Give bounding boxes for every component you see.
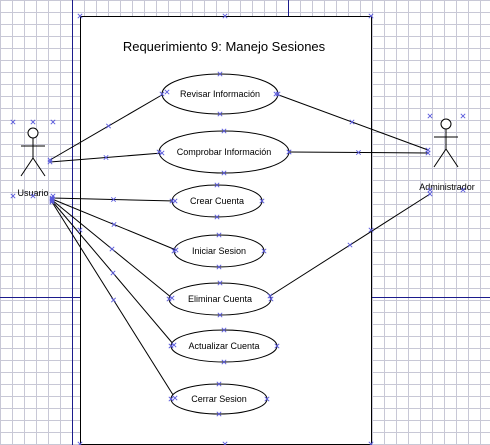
selection-handle[interactable] <box>274 343 280 349</box>
selection-handle[interactable] <box>111 221 117 228</box>
selection-handle[interactable] <box>168 343 174 349</box>
selection-handle[interactable] <box>349 119 355 125</box>
selection-handle[interactable] <box>222 441 228 445</box>
selection-handle[interactable] <box>259 198 265 204</box>
selection-handle[interactable] <box>217 71 223 77</box>
selection-handle[interactable] <box>221 128 227 134</box>
selection-handle[interactable] <box>166 296 172 302</box>
selection-handle[interactable] <box>214 214 220 220</box>
actor-administrador-leg-left <box>433 148 447 168</box>
selection-handle[interactable] <box>164 89 170 95</box>
selection-handle[interactable] <box>347 242 353 248</box>
selection-handle[interactable] <box>30 119 36 125</box>
selection-handle[interactable] <box>168 396 174 402</box>
selection-handle[interactable] <box>216 232 222 238</box>
selection-handle[interactable] <box>216 411 222 417</box>
selection-handle[interactable] <box>460 113 466 119</box>
selection-handle[interactable] <box>427 113 433 119</box>
selection-handle[interactable] <box>214 182 220 188</box>
selection-handle[interactable] <box>261 248 267 254</box>
selection-handle[interactable] <box>77 227 83 233</box>
selection-handle[interactable] <box>264 396 270 402</box>
selection-handle[interactable] <box>217 280 223 286</box>
selection-handle[interactable] <box>425 150 431 156</box>
selection-handle[interactable] <box>156 149 162 155</box>
selection-handle[interactable] <box>105 123 112 129</box>
selection-handle[interactable] <box>368 441 374 445</box>
selection-handle[interactable] <box>49 198 55 204</box>
selection-handle[interactable] <box>427 187 433 193</box>
selection-handle[interactable] <box>275 91 281 97</box>
selection-handle[interactable] <box>286 149 292 155</box>
actor-usuario-label: Usuario <box>17 188 48 198</box>
selection-handle[interactable] <box>159 91 165 97</box>
actor-usuario-leg-left <box>20 157 34 177</box>
selection-handles <box>10 13 466 445</box>
selection-handle[interactable] <box>49 197 55 203</box>
selection-handle[interactable] <box>216 381 222 387</box>
selection-handle[interactable] <box>273 91 279 97</box>
selection-handle[interactable] <box>77 441 83 445</box>
selection-handle[interactable] <box>47 159 53 165</box>
selection-handle[interactable] <box>47 157 53 163</box>
use-case-cerrar-label: Cerrar Sesion <box>191 394 247 404</box>
selection-handle[interactable] <box>267 293 273 299</box>
selection-handle[interactable] <box>110 196 117 203</box>
selection-handle[interactable] <box>103 154 109 161</box>
selection-handle[interactable] <box>159 150 165 156</box>
use-case-iniciar[interactable]: Iniciar Sesion <box>173 234 265 268</box>
selection-handle[interactable] <box>30 193 36 199</box>
actor-usuario-head <box>27 127 39 139</box>
use-case-actualizar[interactable]: Actualizar Cuenta <box>170 329 278 363</box>
selection-handle[interactable] <box>171 342 177 348</box>
selection-handle[interactable] <box>50 119 56 125</box>
selection-handle[interactable] <box>50 193 56 199</box>
selection-handle[interactable] <box>10 193 16 199</box>
selection-handle[interactable] <box>368 227 374 233</box>
selection-handle[interactable] <box>217 312 223 318</box>
selection-handle[interactable] <box>221 170 227 176</box>
actor-administrador-leg-right <box>445 148 459 168</box>
use-case-actualizar-label: Actualizar Cuenta <box>188 341 259 351</box>
use-case-eliminar-label: Eliminar Cuenta <box>188 294 252 304</box>
actor-administrador[interactable]: Administrador <box>419 118 475 192</box>
selection-handle[interactable] <box>109 246 115 252</box>
selection-handle[interactable] <box>110 270 116 276</box>
selection-handle[interactable] <box>427 191 433 197</box>
selection-handle[interactable] <box>368 13 374 19</box>
selection-handle[interactable] <box>268 296 274 302</box>
selection-handle[interactable] <box>169 295 175 301</box>
actor-usuario[interactable]: Usuario <box>17 127 49 198</box>
selection-handle[interactable] <box>171 248 177 254</box>
selection-handle[interactable] <box>10 119 16 125</box>
use-case-iniciar-label: Iniciar Sesion <box>192 246 246 256</box>
selection-handle[interactable] <box>221 327 227 333</box>
actor-usuario-leg-right <box>32 157 46 177</box>
selection-handle[interactable] <box>169 198 175 204</box>
use-case-revisar-label: Revisar Información <box>180 89 260 99</box>
use-case-comprobar[interactable]: Comprobar Información <box>158 130 290 174</box>
selection-handle[interactable] <box>77 13 83 19</box>
selection-handle[interactable] <box>49 199 55 205</box>
use-case-revisar[interactable]: Revisar Información <box>161 73 279 115</box>
actor-administrador-head <box>440 118 452 130</box>
selection-handle[interactable] <box>110 297 117 303</box>
diagram-title: Requerimiento 9: Manejo Sesiones <box>123 39 326 54</box>
actor-administrador-label: Administrador <box>419 182 475 192</box>
use-case-crear-label: Crear Cuenta <box>190 196 244 206</box>
use-case-comprobar-label: Comprobar Información <box>177 147 272 157</box>
selection-handle[interactable] <box>222 13 228 19</box>
selection-handle[interactable] <box>460 187 466 193</box>
selection-handle[interactable] <box>217 111 223 117</box>
selection-handle[interactable] <box>172 395 178 401</box>
use-case-eliminar[interactable]: Eliminar Cuenta <box>168 282 272 316</box>
use-case-crear[interactable]: Crear Cuenta <box>171 184 263 218</box>
selection-handle[interactable] <box>221 359 227 365</box>
use-case-cerrar[interactable]: Cerrar Sesion <box>170 383 268 415</box>
selection-handle[interactable] <box>216 264 222 270</box>
selection-handle[interactable] <box>355 149 362 156</box>
